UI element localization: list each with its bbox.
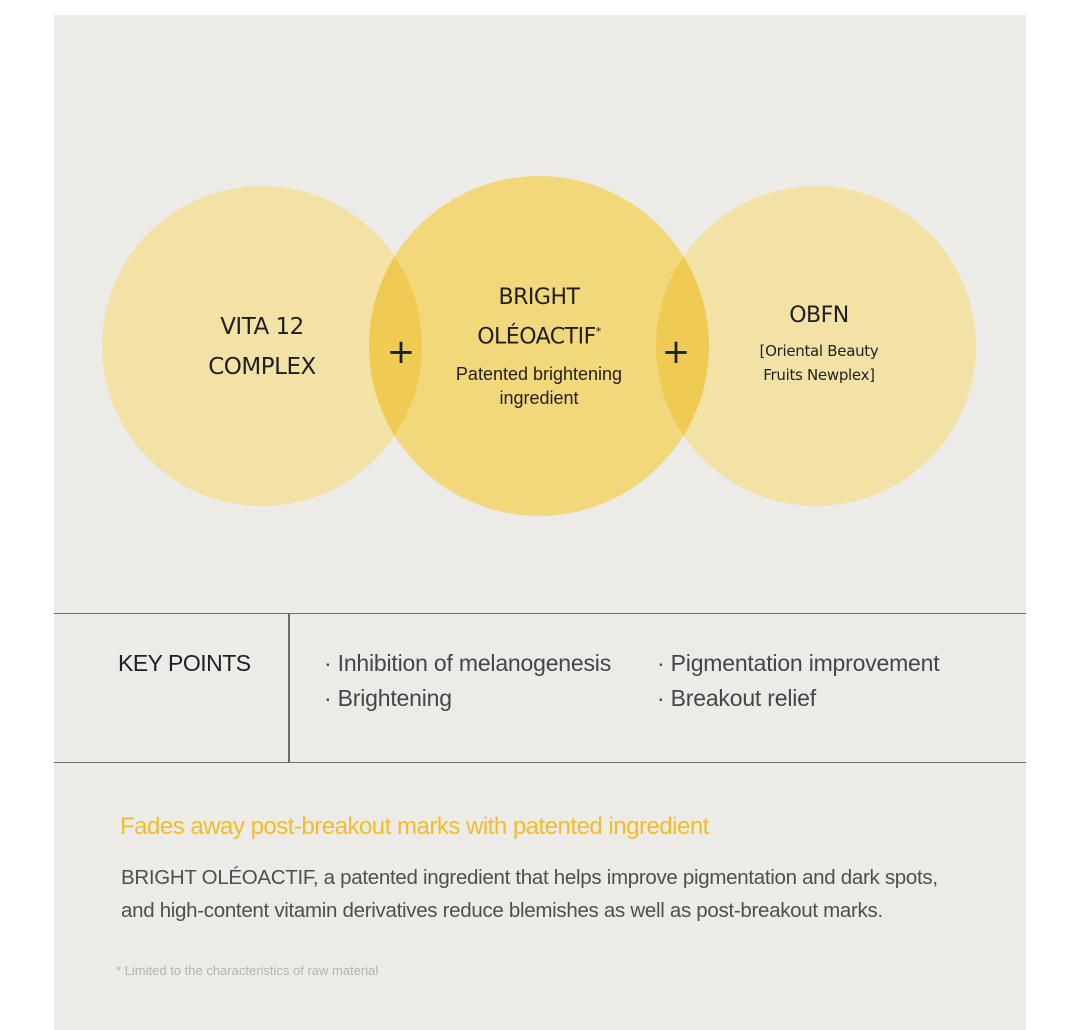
plus-icon: + [661, 332, 691, 372]
key-points-title: KEY POINTS [118, 650, 251, 676]
circle-vita12 [102, 186, 422, 506]
obfn-sub2: Fruits Newplex] [763, 366, 875, 384]
vita12-line2: COMPLEX [208, 354, 316, 380]
plus-icon: + [386, 332, 416, 372]
label-bright-oleoactif: BRIGHT OLÉOACTIF* Patented brightening i… [419, 281, 659, 410]
key-point-item: · Brightening [324, 685, 452, 711]
key-point-item: · Breakout relief [657, 685, 816, 711]
ingredient-diagram: VITA 12 COMPLEX + BRIGHT OLÉOACTIF* Pate… [54, 15, 1026, 575]
description-line1: BRIGHT OLÉOACTIF, a patented ingredient … [121, 866, 938, 889]
key-points-section: KEY POINTS · Inhibition of melanogenesis… [54, 613, 1026, 763]
oleoactif-line2: OLÉOACTIF* [477, 324, 602, 350]
circle-obfn [656, 186, 976, 506]
vita12-line1: VITA 12 [220, 314, 304, 340]
obfn-title: OBFN [789, 303, 849, 328]
label-obfn: OBFN [Oriental Beauty Fruits Newplex] [719, 299, 919, 387]
oleoactif-sub2: ingredient [499, 388, 579, 409]
circle-bright-oleoactif [369, 176, 709, 516]
circle-graphic [102, 176, 976, 516]
description-line2: and high-content vitamin derivatives red… [121, 899, 883, 922]
divider [288, 614, 290, 762]
description: BRIGHT OLÉOACTIF, a patented ingredient … [121, 861, 1001, 927]
asterisk-mark: * [595, 325, 602, 338]
content-panel: VITA 12 COMPLEX + BRIGHT OLÉOACTIF* Pate… [54, 15, 1026, 1030]
oleoactif-line1: BRIGHT [498, 285, 580, 310]
key-point-item: · Inhibition of melanogenesis [324, 650, 611, 676]
key-point-item: · Pigmentation improvement [657, 650, 940, 676]
footnote: * Limited to the characteristics of raw … [116, 963, 379, 978]
obfn-sub1: [Oriental Beauty [759, 342, 879, 360]
oleoactif-sub1: Patented brightening [455, 364, 623, 385]
headline: Fades away post-breakout marks with pate… [120, 813, 709, 840]
label-vita12: VITA 12 COMPLEX [162, 307, 362, 387]
